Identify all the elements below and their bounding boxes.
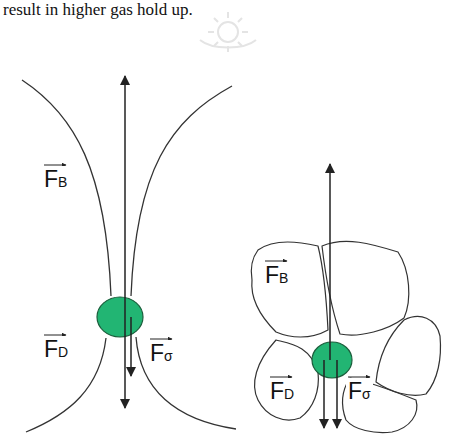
particle <box>97 297 143 337</box>
force-symbol: Fσ <box>346 378 373 407</box>
body-text: result in higher gas hold up. <box>3 0 193 20</box>
force-arrow <box>324 164 337 428</box>
force-symbol: Fσ <box>148 340 175 369</box>
force-symbol: FD <box>268 378 296 407</box>
watermark-logo <box>200 12 256 52</box>
bubble-outline <box>22 80 236 432</box>
bubble-outline <box>251 241 440 432</box>
particle <box>312 342 352 378</box>
force-symbol: FB <box>42 166 69 195</box>
vector-arrow <box>44 165 370 377</box>
force-symbol: FB <box>263 262 290 291</box>
force-arrow <box>125 76 131 408</box>
force-symbol: FD <box>42 336 70 365</box>
